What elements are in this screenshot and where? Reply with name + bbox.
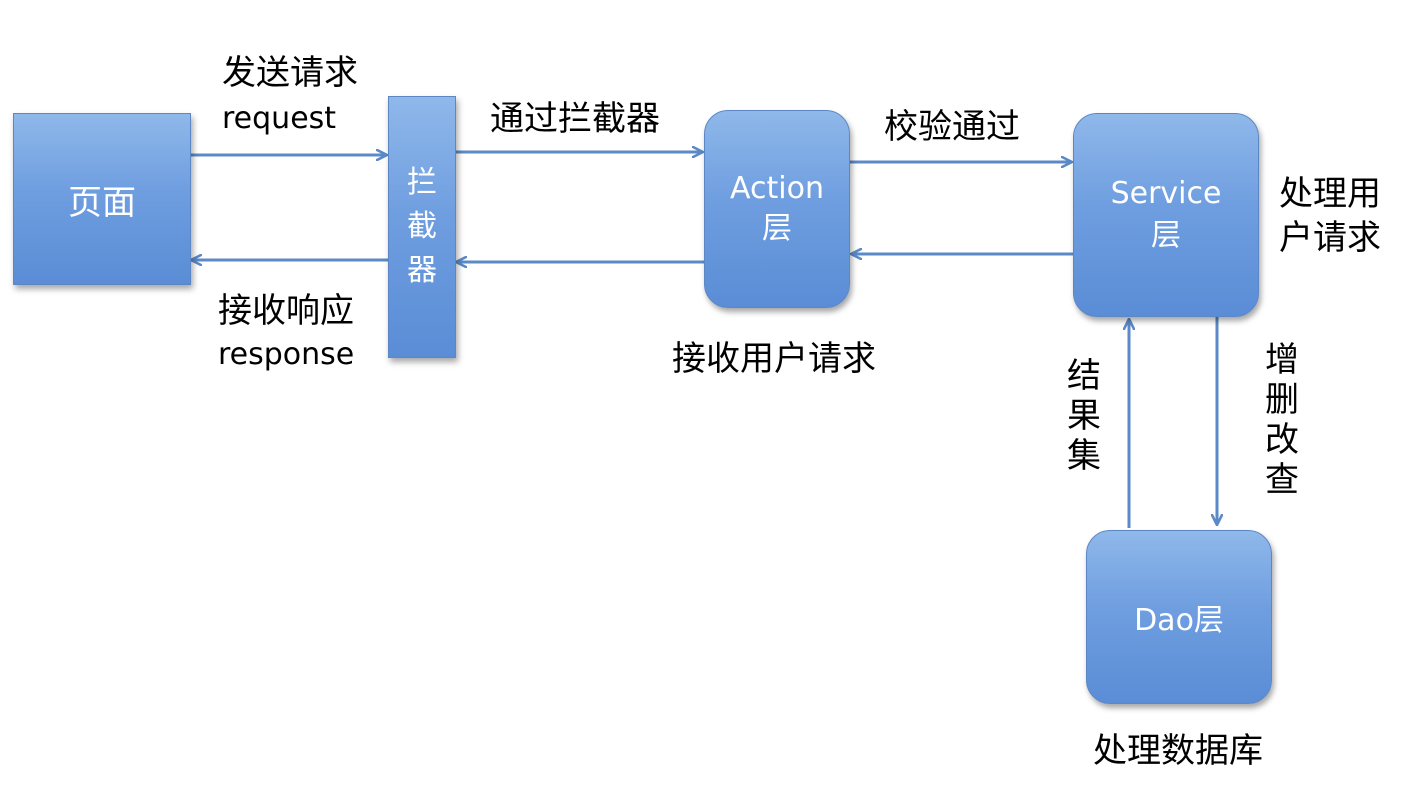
result-set-label: 结 果 集 bbox=[1064, 356, 1104, 476]
request-label: request bbox=[222, 101, 337, 136]
crud-label: 增 删 改 查 bbox=[1262, 340, 1302, 500]
result-set-char: 集 bbox=[1067, 436, 1101, 476]
action-layer-box: Action 层 bbox=[704, 110, 850, 308]
interceptor-box: 拦 截 器 bbox=[388, 96, 456, 358]
validation-passed-label: 校验通过 bbox=[884, 107, 1020, 147]
action-layer-title: Action bbox=[730, 171, 824, 206]
service-layer-title: Service bbox=[1110, 176, 1222, 211]
result-set-char: 结 bbox=[1067, 356, 1101, 396]
crud-char: 改 bbox=[1265, 420, 1299, 460]
crud-char: 删 bbox=[1265, 380, 1299, 420]
dao-layer-title: Dao层 bbox=[1134, 603, 1224, 638]
send-request-label: 发送请求 bbox=[222, 53, 358, 93]
page-box: 页面 bbox=[13, 113, 191, 285]
dao-layer-box: Dao层 bbox=[1086, 530, 1272, 704]
result-set-char: 果 bbox=[1067, 396, 1101, 436]
crud-char: 增 bbox=[1265, 340, 1299, 380]
response-label: response bbox=[218, 337, 355, 372]
action-layer-suffix: 层 bbox=[762, 211, 792, 246]
service-description-label: 处理用户请求 bbox=[1279, 174, 1381, 258]
pass-interceptor-label: 通过拦截器 bbox=[490, 99, 660, 139]
action-description-label: 接收用户请求 bbox=[672, 339, 876, 379]
interceptor-box-char: 拦 bbox=[407, 165, 437, 200]
service-layer-suffix: 层 bbox=[1151, 218, 1181, 253]
dao-description-label: 处理数据库 bbox=[1093, 731, 1263, 771]
interceptor-box-char: 截 bbox=[407, 209, 437, 244]
crud-char: 查 bbox=[1265, 460, 1299, 500]
page-box-label: 页面 bbox=[68, 182, 136, 223]
service-layer-box: Service 层 bbox=[1073, 113, 1259, 317]
interceptor-box-char: 器 bbox=[407, 253, 437, 288]
receive-response-label: 接收响应 bbox=[218, 291, 354, 331]
